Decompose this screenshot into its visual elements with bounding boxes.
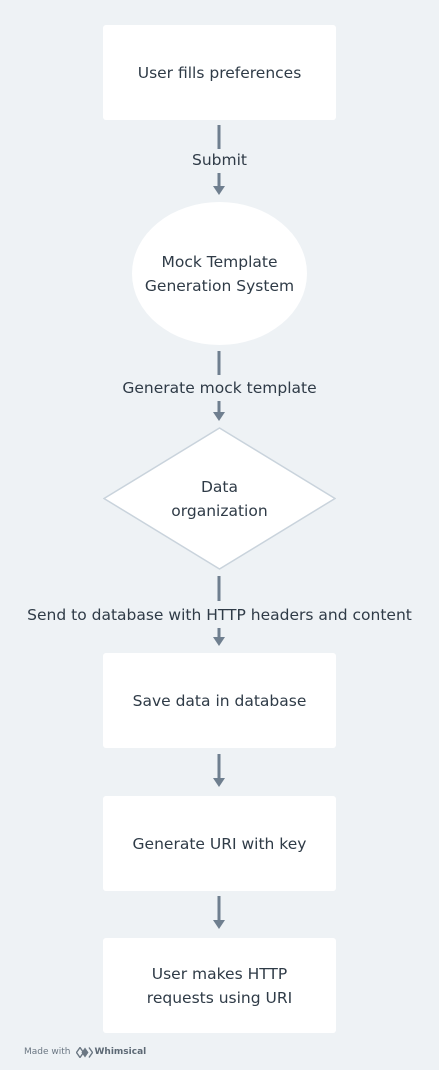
connector-arrow (213, 401, 225, 421)
node-label: Generate URI with key (132, 834, 307, 853)
connector-arrow (213, 754, 225, 787)
node-mock-template-generation-system[interactable]: Mock Template Generation System (132, 202, 307, 345)
connector-line (217, 125, 221, 149)
node-label: User fills preferences (137, 63, 302, 82)
node-generate-uri-with-key[interactable]: Generate URI with key (103, 796, 336, 891)
connector-line (217, 576, 221, 601)
node-label: Mock Template Generation System (144, 252, 295, 295)
node-label: User makes HTTP requests using URI (146, 964, 293, 1007)
connector-arrow (213, 896, 225, 929)
node-user-fills-preferences[interactable]: User fills preferences (103, 25, 336, 120)
whimsical-brand-text: Whimsical (94, 1047, 147, 1057)
node-save-data-in-database[interactable]: Save data in database (103, 653, 336, 748)
connector-arrow (213, 173, 225, 195)
node-user-makes-http-requests[interactable]: User makes HTTP requests using URI (103, 938, 336, 1033)
made-with-text: Made with (24, 1047, 71, 1057)
connector-line (217, 351, 221, 375)
node-label: Save data in database (132, 691, 307, 710)
node-data-organization[interactable]: Data organization (103, 427, 336, 570)
edge-label-generate-mock-template: Generate mock template (122, 379, 317, 397)
diamond-shape (103, 427, 336, 570)
made-with-whimsical-footer[interactable]: Made with Whimsical (24, 1044, 146, 1060)
node-label: Data organization (171, 477, 268, 520)
connector-arrow (213, 628, 225, 646)
edge-label-send-to-database: Send to database with HTTP headers and c… (27, 606, 412, 624)
whimsical-logo-icon (75, 1046, 93, 1058)
edge-label-submit: Submit (192, 151, 247, 169)
